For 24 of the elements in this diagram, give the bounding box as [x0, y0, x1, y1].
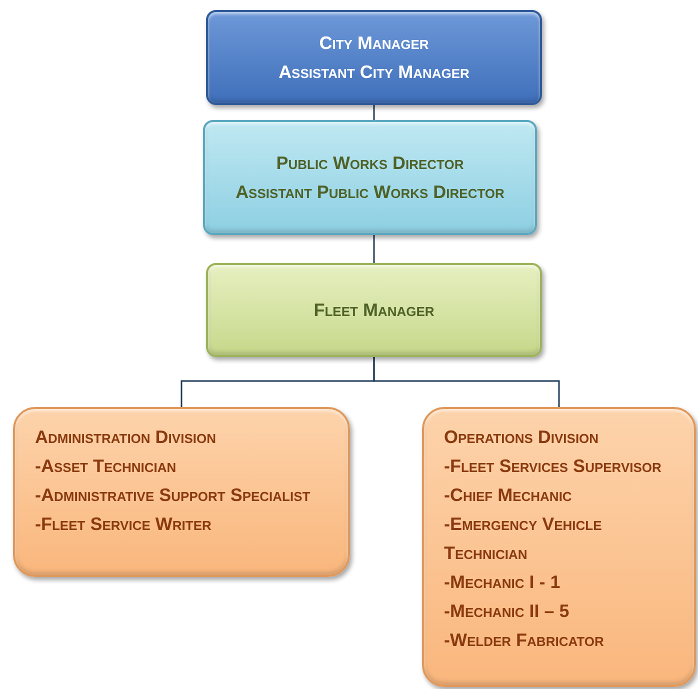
org-box [206, 10, 542, 105]
position-item: -Emergency Vehicle Technician [444, 513, 603, 565]
division-title: Administration Division [35, 426, 216, 449]
org-box [13, 407, 350, 577]
role-title: City Manager [319, 32, 429, 54]
role-title: Assistant City Manager [278, 60, 470, 84]
connector-line [373, 105, 375, 120]
position-item: -Welder Fabricator [444, 629, 604, 652]
position-item: -Mechanic I - 1 [444, 571, 560, 594]
role-title: Assistant Public Works Director [236, 180, 504, 204]
org-box [422, 407, 696, 687]
position-item: -Fleet Services Supervisor [444, 455, 662, 478]
position-item: -Asset Technician [35, 455, 176, 478]
role-title: Public Works Director [276, 152, 464, 174]
connector-line [373, 235, 375, 263]
division-title: Operations Division [444, 426, 599, 449]
position-item: -Chief Mechanic [444, 484, 572, 507]
role-title: Fleet Manager [314, 298, 434, 322]
org-box [203, 120, 537, 235]
position-item: -Administrative Support Specialist [35, 484, 310, 507]
position-item: -Mechanic II – 5 [444, 600, 570, 623]
connector-line [373, 357, 560, 407]
org-box [206, 263, 542, 357]
position-item: -Fleet Service Writer [35, 513, 212, 536]
